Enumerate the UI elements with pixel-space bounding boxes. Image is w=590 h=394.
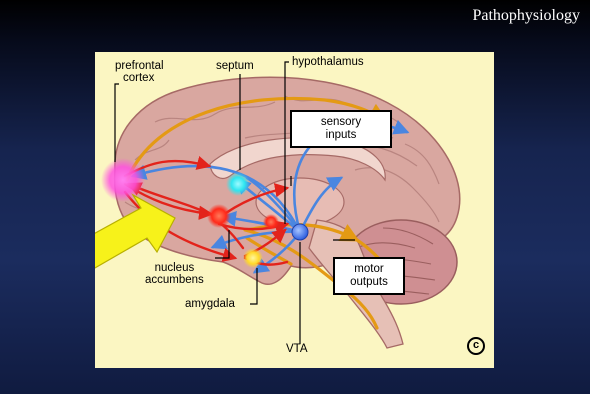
hypothalamus-node — [263, 214, 279, 230]
label-nucleus-line2: accumbens — [145, 274, 204, 286]
sensory-inputs-box: sensory inputs — [290, 110, 392, 148]
brain-reward-pathway-figure: prefrontal cortex septum hypothalamus se… — [95, 52, 494, 368]
nucleus-accumbens-node — [207, 204, 231, 228]
label-nucleus-line1: nucleus — [145, 262, 204, 274]
prefrontal-cortex-node — [101, 158, 145, 202]
label-prefrontal-cortex: prefrontal cortex — [115, 60, 164, 84]
label-sensory-line1: sensory — [292, 116, 390, 129]
label-motor-line1: motor — [335, 263, 403, 276]
motor-outputs-box: motor outputs — [333, 257, 405, 295]
label-hypothalamus: hypothalamus — [292, 56, 364, 68]
brain-illustration — [95, 52, 494, 368]
septum-node — [226, 172, 250, 196]
label-amygdala: amygdala — [185, 298, 235, 310]
label-vta: VTA — [286, 343, 308, 355]
amygdala-node — [243, 248, 263, 268]
label-septum: septum — [216, 60, 254, 72]
label-nucleus-accumbens: nucleus accumbens — [145, 262, 204, 286]
label-prefrontal-line2: cortex — [115, 72, 164, 84]
label-prefrontal-line1: prefrontal — [115, 60, 164, 72]
label-motor-line2: outputs — [335, 276, 403, 289]
slide-title: Pathophysiology — [472, 7, 580, 25]
copyright-icon: c — [467, 337, 485, 355]
vta-node — [292, 224, 308, 240]
label-sensory-line2: inputs — [292, 129, 390, 142]
